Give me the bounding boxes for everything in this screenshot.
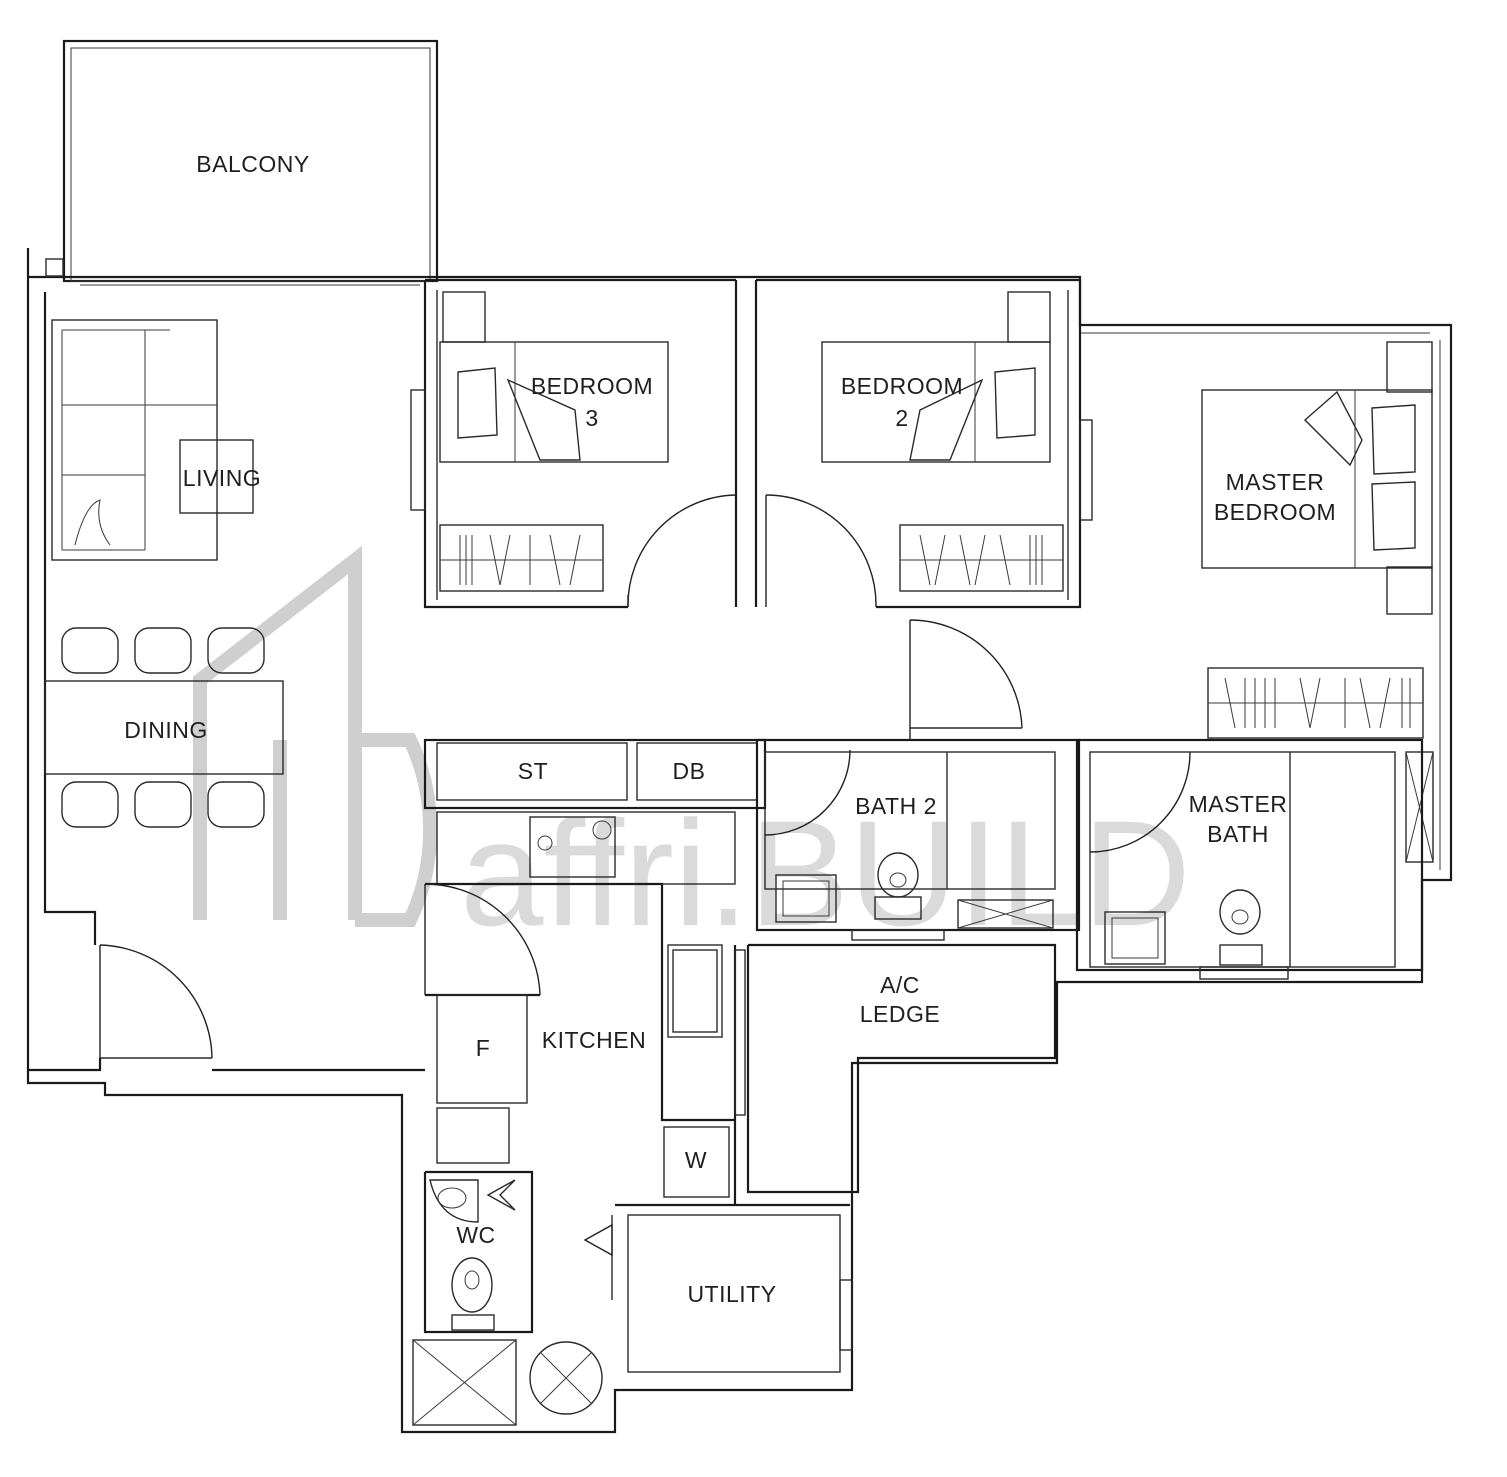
watermark-text: affri.BUILD <box>460 789 1191 957</box>
master-bedroom-label-line2: BEDROOM <box>1214 499 1336 525</box>
dining-label: DINING <box>124 717 208 743</box>
bath-2-label: BATH 2 <box>855 793 937 819</box>
master-bath-label-line2: BATH <box>1207 821 1269 847</box>
utility-label: UTILITY <box>687 1281 776 1307</box>
bedroom-2-label-line2: 2 <box>895 405 908 431</box>
st-label: ST <box>518 758 548 784</box>
master-bath: MASTER BATH <box>1075 738 1424 980</box>
balcony: BALCONY <box>62 39 439 283</box>
living-area: LIVING <box>51 319 261 561</box>
master-bath-label-line1: MASTER <box>1189 791 1288 817</box>
outer-walls <box>26 248 1453 1434</box>
bedroom-2-label-line1: BEDROOM <box>841 373 963 399</box>
ac-ledge-label-line1: A/C <box>880 972 920 998</box>
ac-ledge: A/C LEDGE <box>734 943 1057 1194</box>
ac-ledge-label-line2: LEDGE <box>860 1001 940 1027</box>
bedroom-3: BEDROOM 3 <box>410 278 738 609</box>
wc: WC <box>423 1170 613 1334</box>
utility-room: UTILITY <box>627 1214 853 1373</box>
master-door <box>909 619 1023 740</box>
kitchen: F KITCHEN W <box>424 811 850 1207</box>
bath-2: BATH 2 <box>755 738 1081 941</box>
bedroom-3-label-line2: 3 <box>585 405 598 431</box>
bedroom-2: BEDROOM 2 <box>754 278 1093 609</box>
kitchen-label: KITCHEN <box>542 1027 646 1053</box>
balcony-label: BALCONY <box>196 151 309 177</box>
master-bedroom: MASTER BEDROOM <box>1201 341 1434 863</box>
master-bedroom-label-line1: MASTER <box>1226 469 1325 495</box>
washer-label: W <box>685 1147 707 1173</box>
entrance-door <box>28 944 425 1072</box>
living-label: LIVING <box>183 465 261 491</box>
dining-area: DINING <box>44 627 284 828</box>
db-label: DB <box>673 758 706 784</box>
fridge-label: F <box>476 1035 491 1061</box>
wc-label: WC <box>456 1222 495 1248</box>
bedroom-3-label-line1: BEDROOM <box>531 373 653 399</box>
yard-drains <box>412 1339 603 1426</box>
